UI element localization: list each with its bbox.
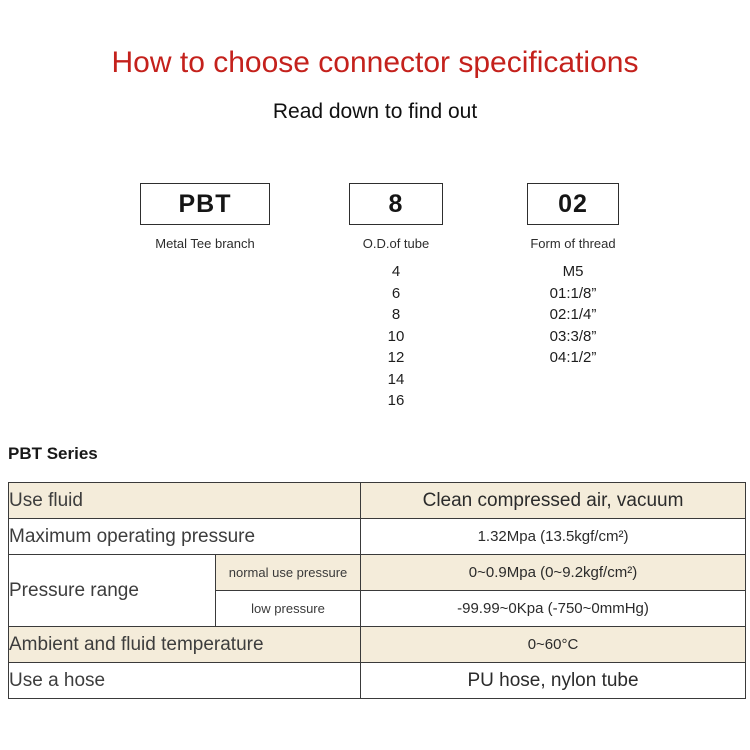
thread-options: M5 01:1/8” 02:1/4” 03:3/8” 04:1/2” [527, 261, 619, 369]
segment-thread: 02 Form of thread M5 01:1/8” 02:1/4” 03:… [527, 183, 619, 369]
max-pressure-label: Maximum operating pressure [7, 518, 362, 555]
table-row-use-fluid: Use fluid Clean compressed air, vacuum [7, 482, 747, 519]
page-title: How to choose connector specifications [111, 46, 639, 79]
table-row-hose: Use a hose PU hose, nylon tube [7, 662, 747, 699]
table-row-pressure-low: low pressure -99.99~0Kpa (-750~0mmHg) [9, 590, 747, 627]
hose-label: Use a hose [7, 662, 362, 699]
thread-label: Form of thread [530, 236, 616, 251]
temperature-label: Ambient and fluid temperature [7, 626, 362, 663]
table-row-max-pressure: Maximum operating pressure 1.32Mpa (13.5… [7, 518, 747, 555]
tube-od-option: 6 [391, 284, 401, 302]
segment-tube-od: 8 O.D.of tube 4 6 8 10 12 14 16 [349, 183, 443, 412]
tube-od-option: 4 [391, 263, 401, 280]
tube-od-option: 10 [387, 327, 405, 345]
max-pressure-value: 1.32Mpa (13.5kgf/cm²) [360, 518, 747, 555]
thread-code-box: 02 [527, 183, 619, 225]
thread-option: 01:1/8” [549, 284, 597, 302]
series-code-box: PBT [140, 183, 270, 225]
thread-option: 03:3/8” [549, 327, 597, 345]
page-subtitle: Read down to find out [272, 100, 478, 123]
series-heading: PBT Series [8, 444, 98, 463]
thread-option: 04:1/2” [549, 349, 597, 366]
spec-table: Use fluid Clean compressed air, vacuum M… [7, 482, 747, 699]
tube-od-option: 12 [387, 349, 405, 366]
tube-od-option: 14 [387, 370, 405, 388]
tube-od-code-box: 8 [349, 183, 443, 225]
table-row-pressure-normal: Pressure range normal use pressure 0~0.9… [8, 554, 747, 627]
low-pressure-label: low pressure [214, 590, 362, 627]
normal-use-pressure-label: normal use pressure [214, 554, 362, 591]
segment-series: PBT Metal Tee branch [140, 183, 270, 251]
pressure-range-label: Pressure range [8, 554, 216, 627]
normal-use-pressure-value: 0~0.9Mpa (0~9.2kgf/cm²) [360, 554, 747, 591]
temperature-value: 0~60°C [360, 626, 747, 663]
thread-option: M5 [562, 263, 584, 280]
tube-od-label: O.D.of tube [362, 236, 430, 251]
hose-value: PU hose, nylon tube [360, 662, 747, 699]
low-pressure-value: -99.99~0Kpa (-750~0mmHg) [360, 590, 747, 627]
series-code-label: Metal Tee branch [155, 236, 255, 251]
table-row-temperature: Ambient and fluid temperature 0~60°C [7, 626, 747, 663]
use-fluid-value: Clean compressed air, vacuum [360, 482, 747, 519]
use-fluid-label: Use fluid [7, 482, 362, 519]
thread-option: 02:1/4” [549, 306, 597, 323]
tube-od-options: 4 6 8 10 12 14 16 [349, 261, 443, 412]
tube-od-option: 8 [391, 306, 401, 323]
tube-od-option: 16 [387, 392, 405, 409]
